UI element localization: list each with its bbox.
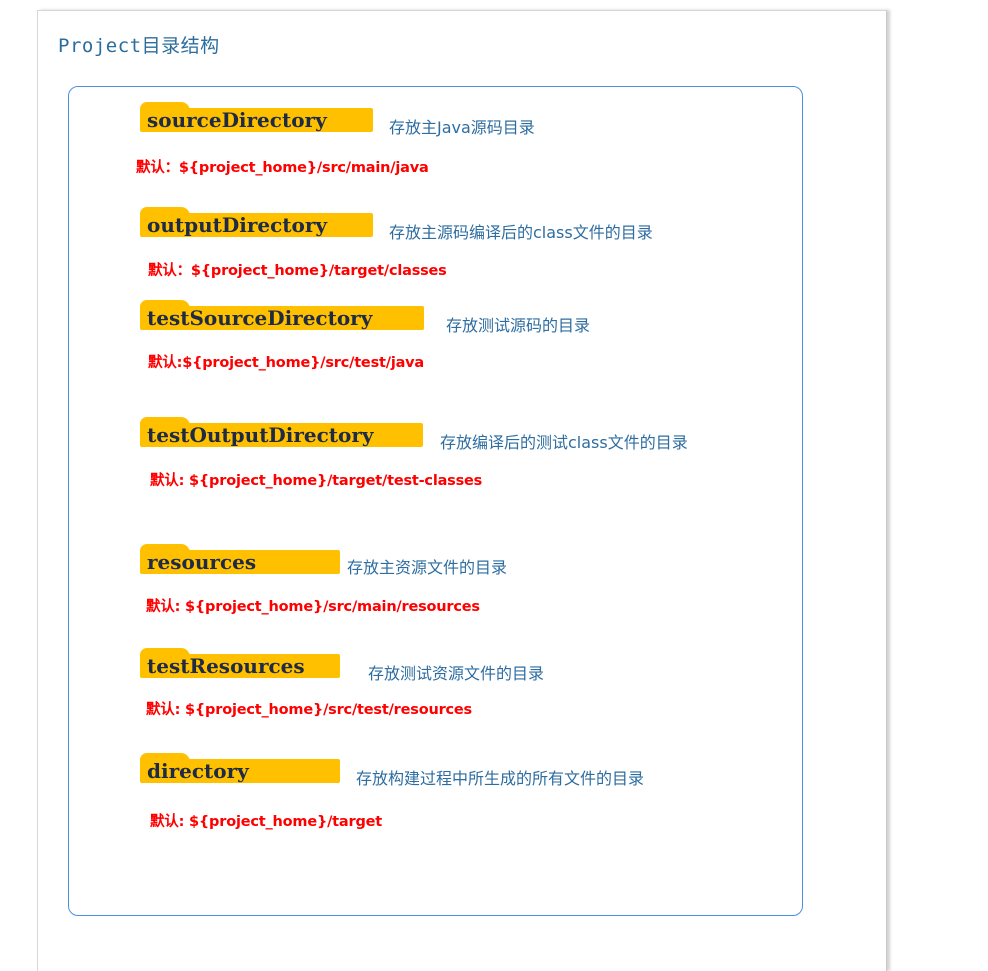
folder-tab-icon — [140, 300, 190, 309]
folder-label: testSourceDirectory — [147, 306, 373, 330]
folder-tab-icon — [140, 102, 190, 111]
folder-label: testOutputDirectory — [147, 423, 374, 447]
entry-description: 存放主资源文件的目录 — [347, 558, 508, 577]
folder-output-directory: outputDirectory — [140, 207, 373, 237]
folder-tab-icon — [140, 648, 190, 657]
entry-description: 存放构建过程中所生成的所有文件的目录 — [356, 769, 645, 788]
entry-default: 默认: ${project_home}/src/test/resources — [146, 702, 472, 718]
entry-default: 默认：${project_home}/target/classes — [148, 263, 447, 279]
entry-description: 存放主源码编译后的class文件的目录 — [389, 223, 653, 242]
entry-description: 存放主Java源码目录 — [389, 118, 535, 137]
entry-default: 默认：${project_home}/src/main/java — [136, 160, 429, 176]
folder-test-output-directory: testOutputDirectory — [140, 417, 423, 447]
folder-label: outputDirectory — [147, 213, 327, 237]
folder-source-directory: sourceDirectory — [140, 102, 373, 132]
entry-default: 默认: ${project_home}/target/test-classes — [150, 473, 483, 489]
entry-default: 默认: ${project_home}/src/main/resources — [146, 599, 480, 615]
entry-default: 默认: ${project_home}/target — [150, 814, 382, 830]
folder-directory: directory — [140, 753, 340, 783]
entry-description: 存放编译后的测试class文件的目录 — [440, 433, 688, 452]
folder-label: directory — [147, 759, 249, 783]
folder-label: testResources — [147, 654, 305, 678]
folder-tab-icon — [140, 753, 190, 762]
directory-panel — [68, 86, 803, 916]
folder-test-resources: testResources — [140, 648, 340, 678]
entry-description: 存放测试源码的目录 — [446, 316, 591, 335]
document-page: Project目录结构 — [37, 10, 887, 971]
folder-tab-icon — [140, 207, 190, 216]
folder-tab-icon — [140, 417, 190, 426]
entry-default: 默认:${project_home}/src/test/java — [148, 355, 425, 371]
folder-test-source-directory: testSourceDirectory — [140, 300, 424, 330]
entry-description: 存放测试资源文件的目录 — [368, 664, 545, 683]
folder-resources: resources — [140, 544, 340, 574]
folder-label: resources — [147, 550, 257, 574]
folder-label: sourceDirectory — [147, 108, 327, 132]
page-title: Project目录结构 — [58, 35, 220, 57]
folder-tab-icon — [140, 544, 190, 553]
